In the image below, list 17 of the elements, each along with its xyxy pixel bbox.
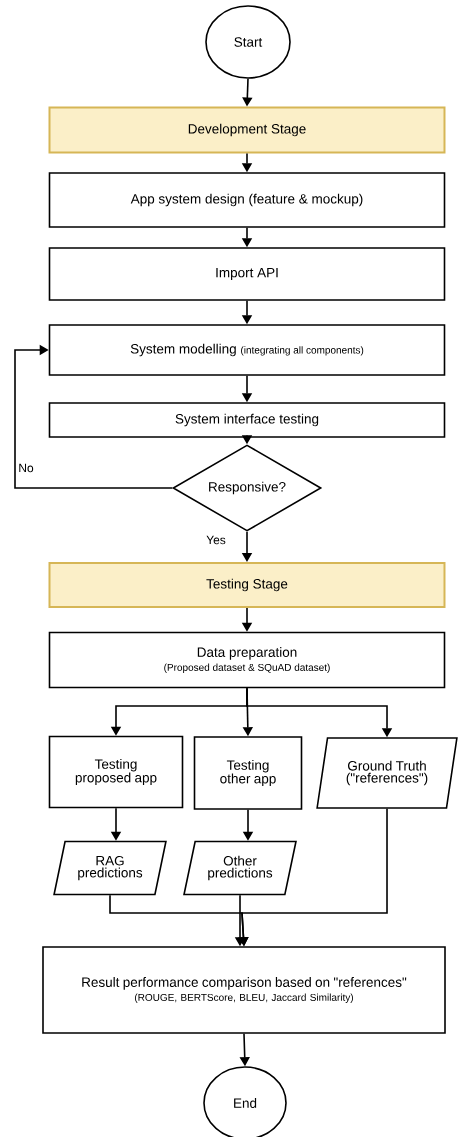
edge-label: No: [17, 462, 35, 474]
process-box: Result performance comparison based on "references" (ROUGE, BERTScore, BLEU, Jaccard Similarity): [42, 946, 446, 1034]
process-box: System interface testing: [48, 402, 446, 438]
data-parallelogram: RAG predictions: [53, 840, 167, 896]
process-box: Data preparation (Proposed dataset & SQuAD dataset): [48, 631, 446, 689]
arrow: [14, 344, 173, 489]
terminal-oval: Start: [205, 5, 291, 79]
data-parallelogram: Ground Truth ("references"): [316, 737, 458, 809]
process-box: System modelling (integrating all components): [48, 324, 446, 376]
process-box: App system design (feature & mockup): [48, 172, 446, 228]
process-box: Testing other app: [193, 736, 303, 810]
stage-band: Testing Stage: [48, 562, 446, 608]
edge-label: Yes: [205, 534, 227, 546]
process-box: Import API: [48, 247, 446, 301]
process-box: Testing proposed app: [48, 735, 184, 809]
stage-band: Development Stage: [48, 106, 446, 154]
data-parallelogram: Other predictions: [183, 840, 297, 896]
